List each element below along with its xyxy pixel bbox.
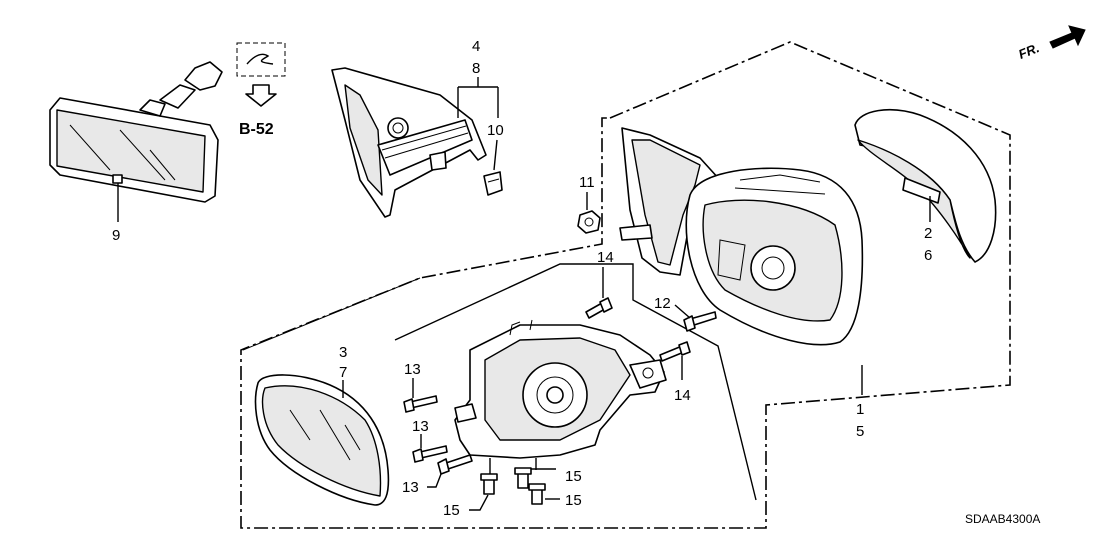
leader-4-8 bbox=[457, 77, 499, 118]
leader-15a bbox=[469, 494, 489, 511]
screw-14a-part bbox=[585, 297, 613, 319]
retaining-clip-part bbox=[483, 171, 503, 196]
assembly-boundary-lines bbox=[240, 41, 1011, 529]
callout-13c: 13 bbox=[402, 479, 419, 496]
mirror-actuator-part bbox=[454, 319, 667, 459]
screw-12-part bbox=[683, 311, 717, 332]
callout-15c: 15 bbox=[565, 492, 582, 509]
door-mirror-housing-part bbox=[619, 127, 864, 346]
callout-4: 4 bbox=[472, 38, 480, 55]
screw-15a-part bbox=[480, 473, 498, 495]
front-direction-indicator: FR. bbox=[1016, 25, 1086, 62]
callout-6: 6 bbox=[924, 247, 932, 264]
down-arrow-icon bbox=[245, 84, 277, 107]
callout-9: 9 bbox=[112, 227, 120, 244]
callout-2: 2 bbox=[924, 225, 932, 242]
callout-11: 11 bbox=[579, 174, 595, 191]
leader-10 bbox=[493, 139, 498, 171]
reference-b52: B-52 bbox=[239, 121, 274, 138]
front-direction-label: FR. bbox=[1016, 40, 1041, 62]
callout-15a: 15 bbox=[443, 502, 460, 519]
callout-3: 3 bbox=[339, 344, 347, 361]
mirror-cap-part bbox=[854, 109, 997, 263]
callout-14a: 14 bbox=[597, 249, 614, 266]
leader-13c bbox=[427, 473, 442, 488]
nut-part bbox=[577, 210, 601, 234]
callout-15b: 15 bbox=[565, 468, 582, 485]
leader-12 bbox=[674, 304, 691, 319]
motor-bracket-line bbox=[394, 263, 757, 501]
diagram-code: SDAAB4300A bbox=[965, 512, 1040, 526]
front-arrow-icon bbox=[1049, 25, 1086, 49]
rearview-mirror-part bbox=[49, 61, 223, 203]
mirror-garnish-part bbox=[331, 67, 487, 218]
screw-13b-part bbox=[412, 445, 448, 463]
mirror-glass-part bbox=[254, 374, 390, 506]
subassembly-boundary-lines bbox=[242, 277, 421, 351]
screw-15b-part bbox=[514, 467, 532, 489]
callout-12: 12 bbox=[654, 295, 671, 312]
callout-13a: 13 bbox=[404, 361, 421, 378]
callout-5: 5 bbox=[856, 423, 864, 440]
callout-14b: 14 bbox=[674, 387, 691, 404]
callout-10: 10 bbox=[487, 122, 504, 139]
screw-15c-part bbox=[528, 483, 546, 505]
callout-7: 7 bbox=[339, 364, 347, 381]
callout-13b: 13 bbox=[412, 418, 429, 435]
callout-1: 1 bbox=[856, 401, 864, 418]
callout-8: 8 bbox=[472, 60, 480, 77]
screw-13a-part bbox=[403, 395, 438, 413]
nut-hole bbox=[584, 217, 594, 227]
clip-wire-icon bbox=[246, 53, 274, 65]
reference-clip-box bbox=[236, 42, 286, 77]
screw-13c-part bbox=[437, 454, 473, 475]
screw-14b-part bbox=[659, 341, 691, 362]
